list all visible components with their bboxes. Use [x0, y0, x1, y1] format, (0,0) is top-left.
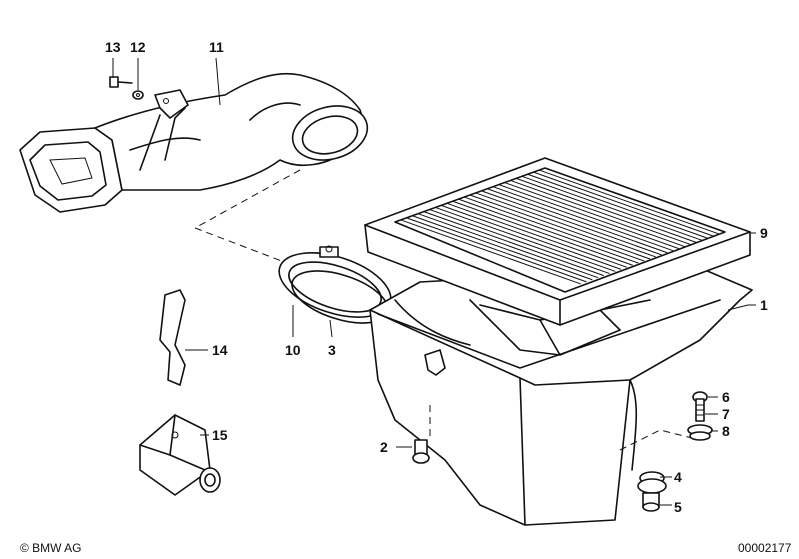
filter-pleat-line — [446, 202, 628, 268]
callout-6: 6 — [722, 389, 730, 405]
callout-9: 9 — [760, 225, 768, 241]
callout-labels: 1 2 3 4 5 6 7 8 9 10 11 12 13 14 15 — [105, 39, 768, 515]
callout-2: 2 — [380, 439, 388, 455]
filter-pleat-line — [464, 196, 645, 262]
filter-pleat-line — [452, 200, 633, 266]
filter-pleat-line — [458, 198, 639, 264]
filter-pleat-line — [400, 219, 581, 285]
callout-12: 12 — [130, 39, 146, 55]
diagram-number: 00002177 — [738, 541, 792, 555]
retaining-strap-drawing — [159, 289, 186, 386]
filter-pleat-line — [475, 192, 656, 258]
drain-bolt-drawing — [412, 439, 430, 464]
filter-pleat-line — [417, 213, 599, 279]
assembly-dash-line — [193, 169, 301, 269]
hose-clamp-drawing — [278, 245, 392, 324]
intake-duct-drawing — [19, 72, 369, 213]
filter-pleats — [400, 169, 720, 285]
callout-11: 11 — [209, 39, 224, 55]
filter-pleat-line — [533, 171, 714, 237]
leader-lines — [112, 57, 756, 506]
bolt-and-nut-drawing — [109, 76, 189, 119]
callout-10: 10 — [285, 342, 301, 358]
screw-washer-grommet-drawing — [687, 391, 713, 441]
callout-5: 5 — [674, 499, 682, 515]
filter-pleat-line — [481, 190, 662, 256]
callout-7: 7 — [722, 406, 730, 422]
filter-pleat-line — [498, 184, 680, 250]
temperature-sensor-drawing — [139, 414, 221, 496]
filter-pleat-line — [469, 194, 651, 260]
callout-14: 14 — [212, 342, 228, 358]
filter-pleat-line — [492, 186, 674, 252]
filter-pleat-line — [527, 173, 708, 239]
filter-pleat-line — [539, 169, 720, 235]
callout-4: 4 — [674, 469, 682, 485]
filter-pleat-line — [504, 182, 685, 248]
filter-pleat-line — [429, 209, 610, 275]
filter-pleat-line — [423, 211, 605, 277]
filter-pleat-line — [406, 217, 587, 283]
callout-3: 3 — [328, 342, 336, 358]
filter-pleat-line — [521, 175, 703, 241]
rubber-mount-drawing — [637, 471, 667, 512]
callout-15: 15 — [212, 427, 228, 443]
filter-pleat-line — [510, 179, 691, 245]
filter-pleat-line — [412, 215, 593, 281]
callout-1: 1 — [760, 297, 768, 313]
callout-13: 13 — [105, 39, 121, 55]
callout-8: 8 — [722, 423, 730, 439]
filter-pleat-line — [440, 204, 622, 270]
filter-pleat-line — [487, 188, 668, 254]
filter-pleat-line — [515, 177, 697, 243]
copyright-text: © BMW AG — [20, 541, 82, 555]
filter-pleat-line — [435, 206, 616, 272]
